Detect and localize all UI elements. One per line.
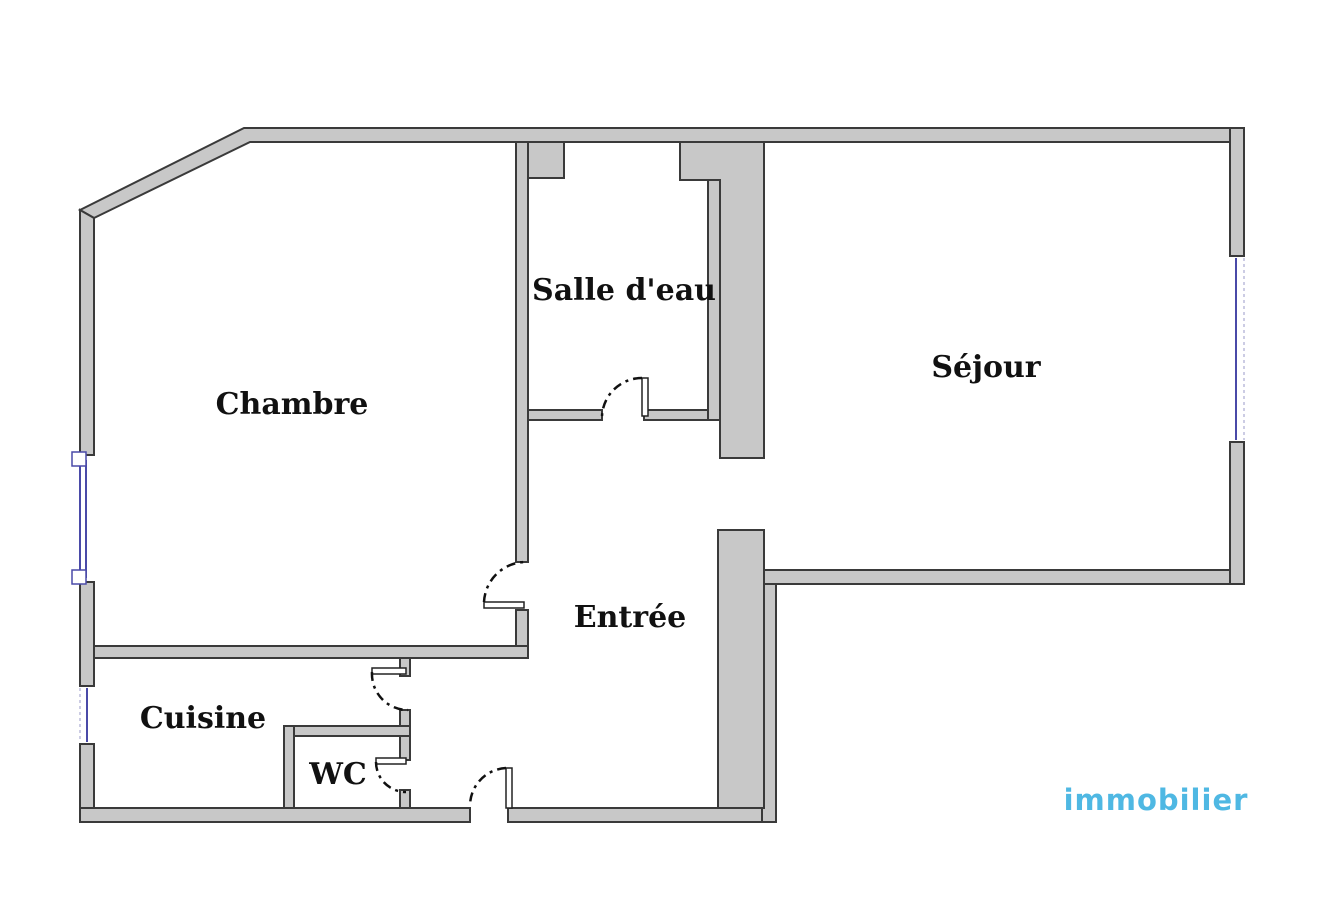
room-label-cuisine: Cuisine <box>140 701 266 736</box>
interior-walls <box>93 141 765 809</box>
door-leaf-entrance <box>505 767 513 809</box>
room-label-entree: Entrée <box>574 600 687 635</box>
wall-chambre-bottom <box>93 645 529 659</box>
wall-sejour-bottom <box>761 569 1245 585</box>
door-arc-chambre <box>482 560 527 603</box>
windows <box>71 258 1245 742</box>
wall-chambre-right <box>515 141 529 563</box>
outer-walls <box>77 127 1245 823</box>
wall-bottom-right <box>507 807 777 823</box>
door-leaf-cuisine <box>371 667 407 675</box>
door-leaf-wc <box>375 757 407 765</box>
door-leaf-salle <box>641 377 649 417</box>
room-label-sejour: Séjour <box>931 350 1041 385</box>
wall-top <box>77 127 1245 220</box>
wall-right-lower <box>1229 441 1245 585</box>
wall-wc-right-lower <box>399 789 411 809</box>
door-leaf-chambre <box>483 601 525 609</box>
door-arc-wc <box>374 761 407 794</box>
room-label-chambre: Chambre <box>216 387 369 422</box>
wall-salle-bottom-left <box>527 409 603 421</box>
room-label-wc: WC <box>308 757 367 792</box>
room-labels: Chambre Salle d'eau Séjour Entrée Cuisin… <box>140 273 1042 792</box>
wall-right-upper <box>1229 127 1245 257</box>
room-label-salle-deau: Salle d'eau <box>532 273 716 308</box>
doors <box>370 376 649 809</box>
door-arc-entrance <box>468 766 507 807</box>
wall-bottom-left <box>79 807 471 823</box>
wall-wc-left <box>283 725 295 809</box>
window-chambre-knob-top <box>71 451 87 467</box>
wall-left-upper <box>79 208 95 456</box>
window-chambre-knob-bottom <box>71 569 87 585</box>
wall-column-bottom <box>717 529 765 809</box>
wall-column-top <box>679 141 765 459</box>
wall-shaft-small <box>527 141 565 179</box>
door-arc-salle <box>600 376 643 417</box>
wall-left-middle <box>79 581 95 687</box>
immobilier-logo: immobilier <box>1064 783 1249 817</box>
door-arc-cuisine <box>370 671 409 712</box>
wall-wc-top <box>283 725 411 737</box>
